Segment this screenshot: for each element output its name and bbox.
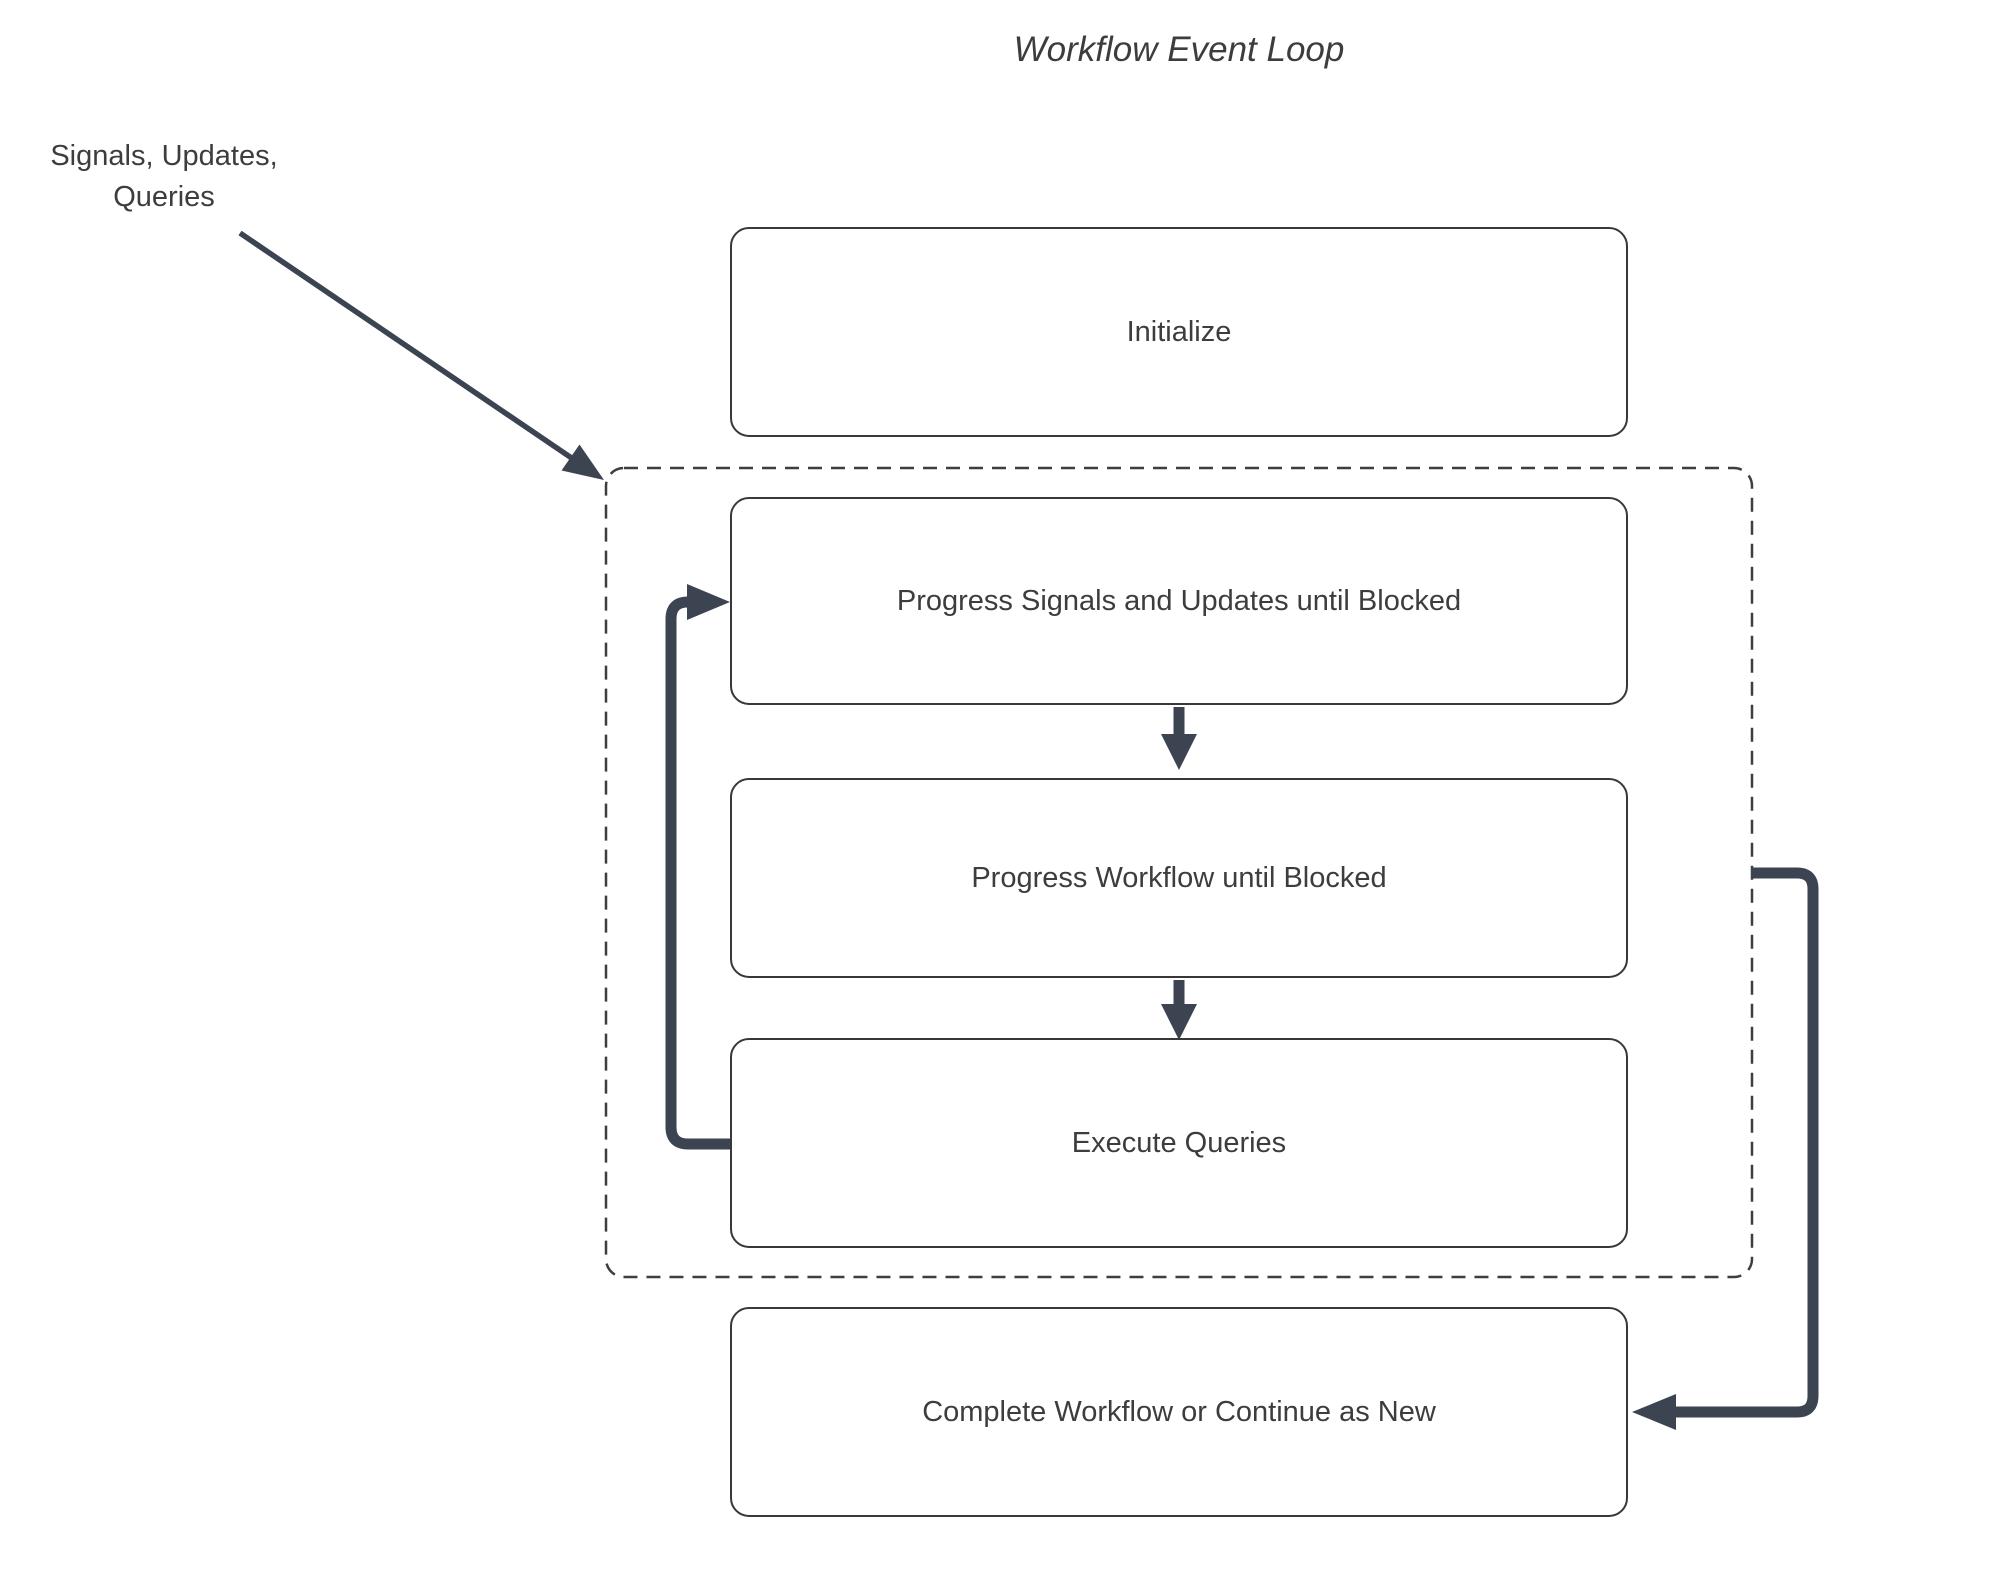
signals-to-workflow-arrow <box>1161 707 1197 770</box>
annotation-line-1: Signals, Updates, <box>50 140 278 172</box>
loop-to-complete-arrow <box>1632 867 1819 1430</box>
node-initialize-label: Initialize <box>1126 315 1232 348</box>
diagram-title: Workflow Event Loop <box>1013 30 1345 69</box>
node-progress-workflow: Progress Workflow until Blocked <box>730 778 1628 978</box>
node-execute-queries: Execute Queries <box>730 1038 1628 1248</box>
node-progress-signals-label: Progress Signals and Updates until Block… <box>896 584 1462 617</box>
queries-to-signals-loop-arrow <box>665 584 730 1150</box>
node-execute-queries-label: Execute Queries <box>1071 1126 1287 1159</box>
signals-updates-queries-annotation: Signals, Updates, Queries <box>18 136 310 218</box>
node-initialize: Initialize <box>730 227 1628 437</box>
node-progress-workflow-label: Progress Workflow until Blocked <box>971 861 1387 894</box>
node-complete: Complete Workflow or Continue as New <box>730 1307 1628 1517</box>
node-complete-label: Complete Workflow or Continue as New <box>922 1395 1436 1428</box>
workflow-to-queries-arrow <box>1161 980 1197 1040</box>
node-progress-signals: Progress Signals and Updates until Block… <box>730 497 1628 705</box>
annotation-line-2: Queries <box>113 181 215 214</box>
annotation-to-loop-arrow <box>238 230 604 480</box>
